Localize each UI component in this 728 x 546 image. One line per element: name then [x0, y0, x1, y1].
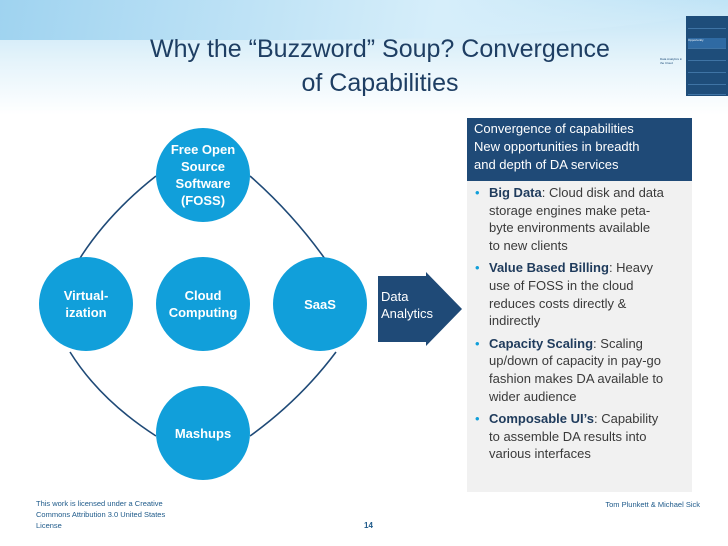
list-item-big-data: • Big Data: Cloud disk and data storage …: [474, 184, 689, 254]
bullet-text: various interfaces: [489, 446, 591, 462]
bullet-text: indirectly: [489, 313, 541, 329]
capability-list: • Big Data: Cloud disk and data storage …: [474, 184, 689, 468]
circle-saas: SaaS: [273, 257, 367, 351]
slide-title: Why the “Buzzword” Soup? Convergence of …: [60, 32, 700, 100]
data-analytics-arrow-icon: [378, 272, 462, 346]
circle-cloud-computing: Cloud Computing: [156, 257, 250, 351]
mini-nav-item: [688, 18, 726, 29]
bullet-term: Composable UI’s: [489, 411, 594, 427]
bullet-icon: •: [475, 335, 480, 351]
list-item-composable-uis: • Composable UI’s: Capability to assembl…: [474, 410, 689, 463]
bullet-text: byte environments available: [489, 220, 651, 236]
mashups-label: Mashups: [174, 425, 232, 441]
authors: Tom Plunkett & Michael Sick: [605, 500, 700, 509]
bullet-text: up/down of capacity in pay-go: [489, 353, 661, 369]
mini-nav-item: [688, 62, 726, 73]
connector-virtualization-mashups: [69, 351, 157, 437]
list-item-capacity-scaling: • Capacity Scaling: Scaling up/down of c…: [474, 335, 689, 405]
slide-title-line-2: of Capabilities: [301, 69, 459, 97]
bullet-icon: •: [475, 411, 480, 427]
cloud-label-line: Computing: [168, 305, 238, 320]
panel-header: Convergence of capabilities New opportun…: [467, 118, 692, 181]
circle-foss: Free Open Source Software (FOSS): [156, 128, 250, 222]
virtualization-label-line: ization: [65, 305, 107, 320]
mini-nav-thumbnail: Opportunity: [686, 16, 728, 96]
bullet-icon: •: [475, 260, 480, 276]
mini-nav-item-active: Opportunity: [688, 38, 726, 49]
bullet-text: : Cloud disk and data: [541, 185, 664, 200]
data-analytics-label: Data Analytics: [381, 288, 451, 322]
list-item-value-based-billing: • Value Based Billing: Heavy use of FOSS…: [474, 259, 689, 329]
bullet-text: : Heavy: [608, 260, 654, 276]
license-line: Commons Attribution 3.0 United States: [36, 510, 166, 519]
license-line: This work is licensed under a Creative: [36, 499, 163, 508]
panel-header-line: Convergence of capabilities: [474, 121, 634, 136]
bullet-text: wider audience: [489, 388, 577, 404]
connector-saas-mashups: [249, 351, 337, 437]
circle-virtualization: Virtual- ization: [39, 257, 133, 351]
bullet-term: Value Based Billing: [489, 260, 609, 276]
circle-mashups: Mashups: [156, 386, 250, 480]
mini-nav-side-label: Data Analytics in the Cloud: [660, 57, 683, 65]
license-line: License: [36, 521, 62, 530]
bullet-term: Capacity Scaling: [489, 335, 594, 351]
slide-title-line-1: Why the “Buzzword” Soup? Convergence: [150, 35, 610, 63]
panel-header-line: New opportunities in breadth: [474, 139, 640, 154]
foss-label-line: (FOSS): [180, 193, 226, 208]
virtualization-label-line: Virtual-: [63, 288, 109, 303]
bullet-term: Big Data: [489, 185, 542, 200]
bullet-text: to assemble DA results into: [489, 428, 647, 444]
mini-nav-item: [688, 74, 726, 85]
foss-label-line: Software: [175, 176, 231, 191]
bullet-text: reduces costs directly &: [489, 295, 627, 311]
bullet-text: storage engines make peta-: [489, 202, 651, 218]
panel-header-line: and depth of DA services: [474, 157, 619, 172]
license-notice: This work is licensed under a Creative C…: [36, 498, 211, 531]
foss-label-line: Free Open: [170, 142, 236, 157]
cloud-label-line: Cloud: [184, 288, 222, 303]
arrow-label-line: Analytics: [381, 306, 434, 321]
bullet-text: fashion makes DA available to: [489, 370, 664, 386]
bullet-icon: •: [475, 185, 480, 200]
bullet-text: : Scaling: [593, 335, 643, 351]
bullet-text: : Capability: [593, 411, 659, 427]
page-number: 14: [364, 521, 373, 530]
mini-nav-item: [688, 84, 726, 95]
mini-nav-item: [688, 50, 726, 61]
bullet-text: use of FOSS in the cloud: [489, 277, 634, 293]
bullet-text: to new clients: [489, 237, 568, 253]
panel-body: [467, 181, 692, 492]
arrow-label-line: Data: [381, 289, 409, 304]
foss-label-line: Source: [180, 159, 226, 174]
saas-label: SaaS: [304, 296, 336, 312]
